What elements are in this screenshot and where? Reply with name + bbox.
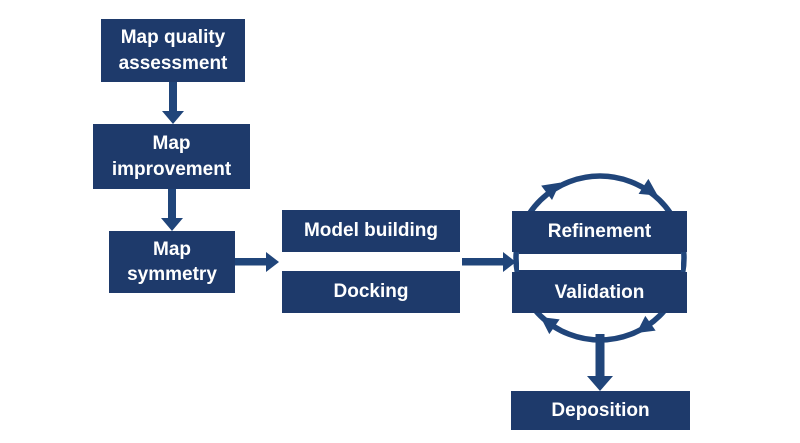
node-label: Refinement [547,220,652,242]
node-map-quality-assessment: Map quality assessment [101,19,245,82]
node-model-building: Model building [282,210,460,252]
cycle-arrowhead-bottom-right-icon [636,315,656,334]
node-label: Model building [303,220,439,242]
node-label: Map improvement [111,133,232,180]
cycle-arrowhead-top-left-icon [541,182,561,200]
node-label: Map symmetry [127,238,217,285]
node-map-improvement: Map improvement [93,124,250,189]
node-deposition: Deposition [511,391,690,430]
node-label: Validation [554,281,645,303]
node-refinement: Refinement [512,211,687,252]
cycle-arrowhead-bottom-left-icon [540,316,560,335]
refinement-validation-gap-band [519,252,681,272]
node-docking: Docking [282,271,460,313]
node-label: Deposition [551,399,650,421]
arrow-right-symmetry-to-building-icon [235,252,279,272]
arrow-down-improvement-to-symmetry-icon [161,189,183,231]
arrow-down-cycle-to-deposition-icon [587,334,613,391]
cycle-arrowhead-top-right-icon [638,178,658,196]
cycle-arrowheads-icon [540,178,658,335]
arrow-right-building-to-refinement-icon [462,252,516,272]
node-validation: Validation [512,272,687,313]
arrow-down-quality-to-improvement-icon [162,82,184,124]
node-label: Map quality assessment [118,27,228,74]
node-label: Docking [333,281,409,303]
node-map-symmetry: Map symmetry [109,231,235,293]
